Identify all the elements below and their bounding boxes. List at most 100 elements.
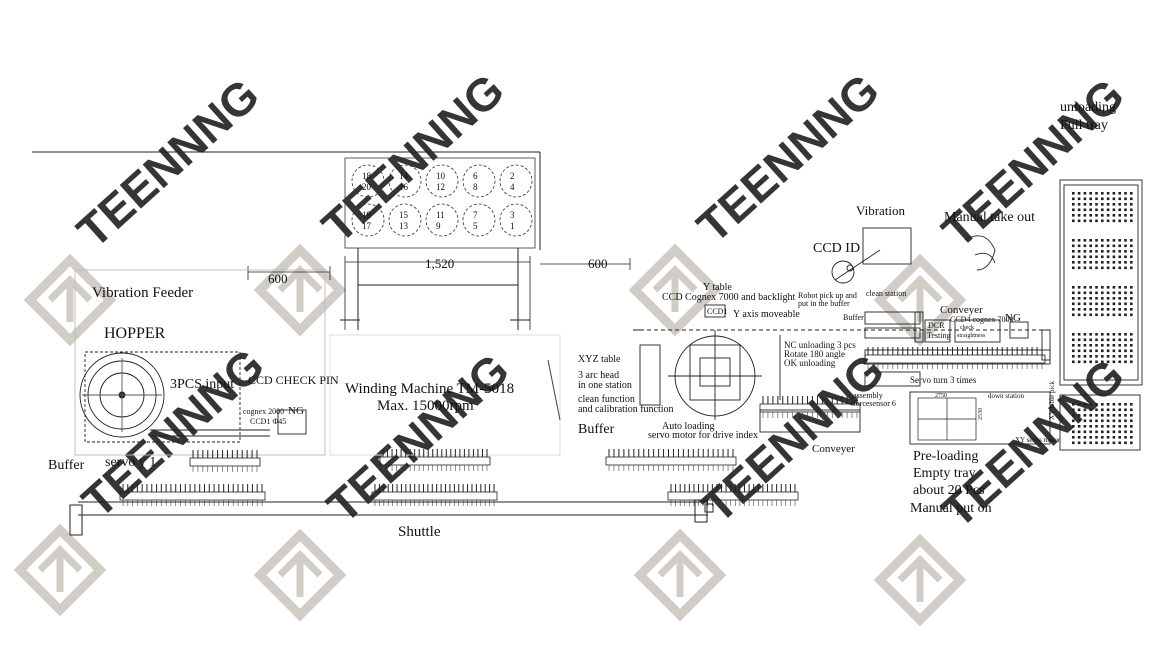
tray-cell — [1089, 197, 1092, 201]
tray-cell — [1089, 430, 1092, 434]
winding-machine-title: Winding Machine TM-5018 — [345, 381, 514, 397]
manual-put-on-label: Manual put on — [910, 501, 992, 516]
tray-cell — [1101, 408, 1104, 412]
tray-cell — [1089, 192, 1092, 195]
tray-cell — [1072, 349, 1075, 353]
spindle-number: 19 — [362, 210, 372, 220]
tray-cell — [1089, 313, 1092, 317]
tray-cell — [1124, 344, 1127, 347]
tray-cell — [1095, 430, 1098, 434]
tray-cell — [1083, 333, 1087, 336]
tray-cell — [1118, 302, 1121, 306]
spindle-number: 2 — [510, 171, 515, 181]
tray-cell — [1124, 192, 1127, 195]
tray-cell — [1077, 419, 1081, 423]
tray-cell — [1077, 360, 1081, 364]
tray-cell — [1095, 403, 1098, 406]
tray-cell — [1124, 291, 1127, 295]
tray-cell — [1112, 297, 1116, 300]
tray-cell — [1077, 355, 1081, 358]
tray-cell — [1072, 214, 1075, 217]
tray-cell — [1106, 308, 1110, 311]
dcr-label: DCR — [928, 321, 945, 330]
ccd-check-pin-label: CCD CHECK PIN — [248, 373, 339, 387]
ccd-cognex-label: CCD Cognex 7000 and backlight — [662, 292, 796, 303]
tray-cell — [1124, 219, 1127, 223]
dim-2750-label: 2750 — [935, 393, 947, 399]
tray-cell — [1101, 250, 1104, 253]
tray-cell — [1112, 333, 1116, 336]
tray-cell — [1101, 430, 1104, 434]
ccd-id-label: CCD ID — [813, 241, 860, 256]
tray-cell — [1095, 261, 1098, 264]
tray-cell — [1095, 408, 1098, 412]
tray-cell — [1101, 297, 1104, 300]
tray-cell — [1089, 255, 1092, 259]
tray-cell — [1077, 208, 1081, 212]
tray-cell — [1106, 414, 1110, 417]
tray-cell — [1077, 192, 1081, 195]
tray-cell — [1095, 203, 1098, 206]
tray-cell — [1124, 255, 1127, 259]
cognex-2000-label: cognex 2000 — [243, 407, 284, 416]
calibration-function-label: and calibration function — [578, 404, 674, 415]
tray-cell — [1089, 414, 1092, 417]
tray-cell — [1095, 266, 1098, 270]
tray-cell — [1083, 441, 1087, 445]
tray-cell — [1095, 297, 1098, 300]
tray-cell — [1130, 333, 1133, 336]
tray-cell — [1124, 208, 1127, 212]
tray-cell — [1124, 436, 1127, 439]
tray-cell — [1089, 349, 1092, 353]
tray-cell — [1089, 214, 1092, 217]
tray-cell — [1130, 192, 1133, 195]
tray-cell — [1101, 214, 1104, 217]
tray-cell — [1106, 197, 1110, 201]
buffer-mid-label: Buffer — [578, 422, 615, 437]
full-tray-rack — [1059, 179, 1143, 386]
put-buffer-label: put in the buffer — [798, 299, 850, 308]
unloading-label: unloading — [1060, 100, 1116, 115]
tray-cell — [1112, 261, 1116, 264]
ng-left-label: NG — [288, 405, 304, 417]
spindle-circle — [388, 203, 422, 237]
tray-cell — [1130, 403, 1133, 406]
spindle-circle — [462, 203, 496, 237]
tray-cell — [1124, 214, 1127, 217]
tray-cell — [1101, 338, 1104, 342]
straightness-label: straightness — [957, 333, 986, 339]
tray-cell — [1118, 239, 1121, 242]
conveyor-strips — [119, 347, 1046, 506]
tray-cell — [1118, 355, 1121, 358]
tray-cell — [1083, 203, 1087, 206]
spindle-circle — [351, 164, 385, 198]
tray-cell — [1124, 313, 1127, 317]
tray-cell — [1118, 297, 1121, 300]
xyz-table-label: XYZ table — [578, 354, 621, 365]
tray-cell — [1124, 250, 1127, 253]
tray-cell — [1112, 208, 1116, 212]
tray-cell — [1106, 441, 1110, 445]
tray-cell — [1072, 338, 1075, 342]
tray-cell — [1077, 250, 1081, 253]
rotate-label: Rotate 180 angle — [784, 349, 845, 359]
tray-cell — [1112, 313, 1116, 317]
tray-cell — [1106, 239, 1110, 242]
tray-cell — [1130, 239, 1133, 242]
tray-cell — [1124, 414, 1127, 417]
tray-cell — [1089, 219, 1092, 223]
tray-cell — [1095, 255, 1098, 259]
tray-cell — [1106, 419, 1110, 423]
tray-cell — [1112, 355, 1116, 358]
tray-cell — [1083, 261, 1087, 264]
tray-cell — [1118, 441, 1121, 445]
tray-cell — [1077, 313, 1081, 317]
xy-table-pick-label: XY table pick — [1048, 380, 1056, 420]
tray-cell — [1118, 266, 1121, 270]
tray-cell — [1072, 403, 1075, 406]
spindle-number: 18 — [362, 171, 372, 181]
tray-cell — [1072, 360, 1075, 364]
tray-cell — [1077, 297, 1081, 300]
spindle-number: 7 — [473, 210, 478, 220]
